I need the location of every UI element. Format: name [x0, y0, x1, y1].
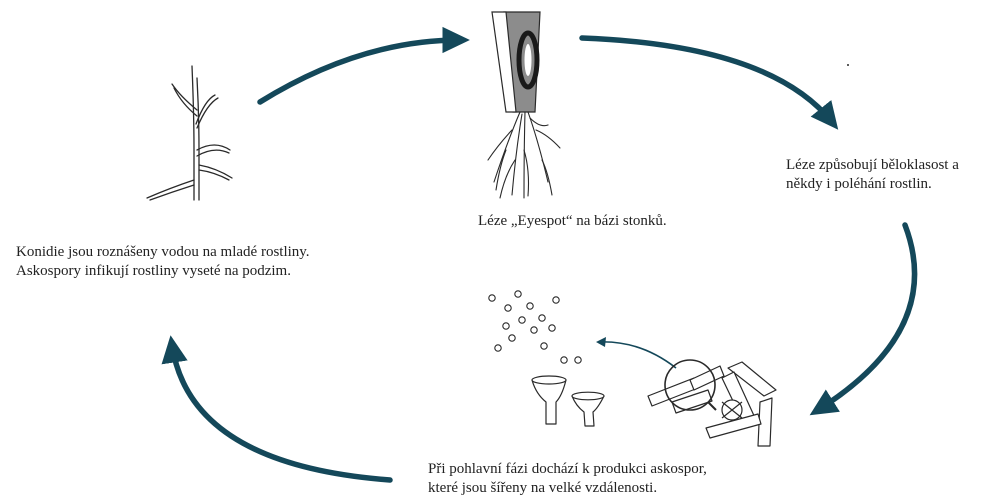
ascospores-icon: [489, 291, 581, 363]
caption-eyespot-lesion: Léze „Eyespot“ na bázi stonků.: [478, 212, 667, 231]
caption-lodging: Léze způsobují běloklasost a někdy i pol…: [786, 156, 959, 194]
cycle-arrow-lodging-to-sexual: [818, 225, 915, 410]
caption-lodging-line1: Léze způsobují běloklasost a: [786, 156, 959, 175]
young-plant-icon: [147, 66, 232, 200]
caption-spread-line2: Askospory infikují rostliny vyseté na po…: [16, 262, 310, 281]
cycle-arrow-stem-to-lodging: [582, 38, 832, 122]
caption-sexual-line1: Při pohlavní fázi dochází k produkci ask…: [428, 460, 707, 479]
infected-stubble-icon: [648, 360, 776, 446]
caption-spore-spread: Konidie jsou roznášeny vodou na mladé ro…: [16, 243, 310, 281]
caption-sexual-line2: které jsou šířeny na velké vzdálenosti.: [428, 479, 707, 498]
caption-eyespot-text: Léze „Eyespot“ na bázi stonků.: [478, 212, 667, 231]
spore-release-arrow: [598, 342, 676, 368]
cycle-arrow-sexual-to-plant: [172, 345, 390, 480]
spore-release-arrowhead: [596, 337, 606, 347]
stem-base-lesion-icon: [488, 12, 560, 198]
speck: [847, 64, 849, 66]
apothecia-fruiting-bodies-icon: [532, 376, 604, 426]
cycle-arrow-plant-to-stem: [260, 40, 460, 102]
caption-lodging-line2: někdy i poléhání rostlin.: [786, 175, 959, 194]
caption-spread-line1: Konidie jsou roznášeny vodou na mladé ro…: [16, 243, 310, 262]
caption-sexual-phase: Při pohlavní fázi dochází k produkci ask…: [428, 460, 707, 498]
